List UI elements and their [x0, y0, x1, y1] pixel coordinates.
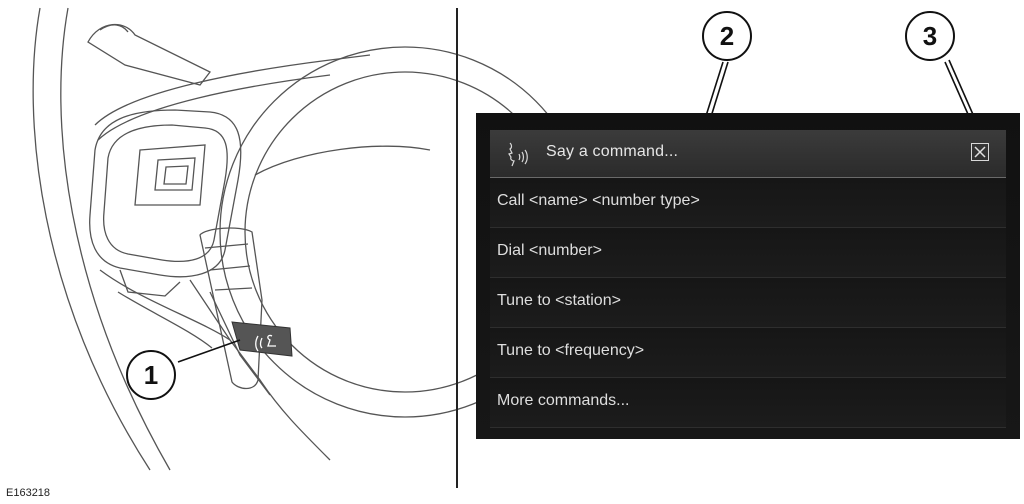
command-call[interactable]: Call <name> <number type> [490, 178, 1006, 228]
wheel-spoke-lower [99, 269, 231, 341]
command-dial[interactable]: Dial <number> [490, 228, 1006, 278]
wheel-spoke-upper [94, 54, 371, 126]
callout-2: 2 [702, 11, 752, 61]
figure-id: E163218 [6, 487, 51, 499]
command-more[interactable]: More commands... [490, 378, 1006, 428]
wheel-rim-outer [32, 7, 151, 471]
command-list: Call <name> <number type> Dial <number> … [490, 178, 1006, 428]
voice-command-screen: Say a command... Call <name> <number typ… [476, 113, 1020, 439]
wheel-rim-inner [60, 7, 171, 471]
callout-1: 1 [126, 350, 176, 400]
command-tune-station[interactable]: Tune to <station> [490, 278, 1006, 328]
control-pad-housing [89, 109, 242, 278]
voice-prompt-header: Say a command... [490, 130, 1006, 178]
callout-3: 3 [905, 11, 955, 61]
voice-prompt-text: Say a command... [546, 143, 679, 160]
d-pad [134, 144, 206, 206]
voice-command-icon [255, 334, 276, 352]
paddle-shifter [87, 23, 211, 86]
command-tune-frequency[interactable]: Tune to <frequency> [490, 328, 1006, 378]
close-button[interactable] [971, 143, 989, 161]
section-divider [456, 8, 458, 488]
leader-line-1 [177, 339, 241, 363]
voice-speaking-icon [502, 139, 532, 169]
close-icon [974, 146, 986, 158]
